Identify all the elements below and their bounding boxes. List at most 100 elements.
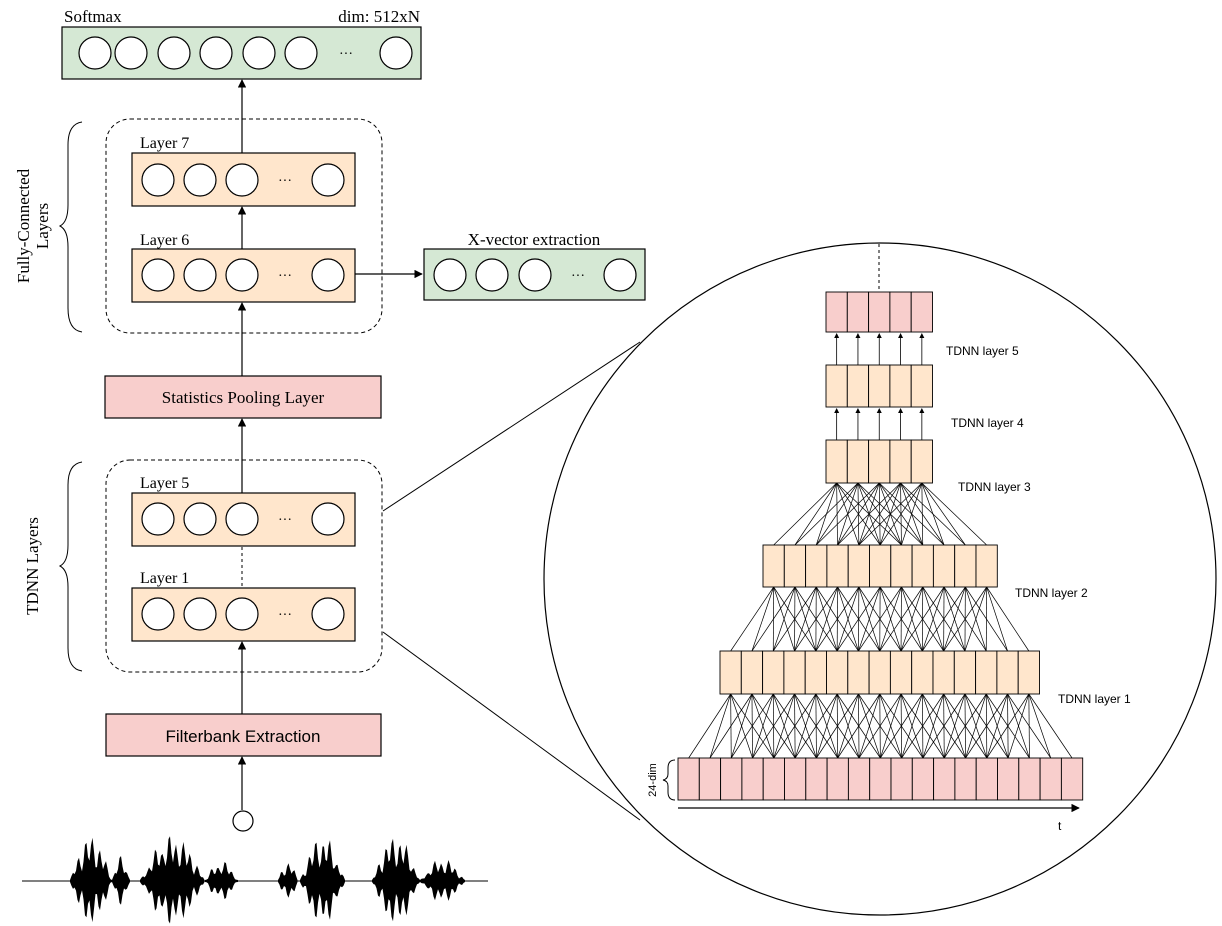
fc-brace-label-1: Fully-Connected bbox=[14, 168, 33, 283]
tdnn-frame-cell bbox=[847, 650, 870, 695]
tdnn-frame-cell bbox=[719, 650, 742, 695]
tdnn-frame-cell bbox=[911, 544, 934, 588]
tdnn-frame-cell bbox=[825, 291, 848, 333]
layer1-neurons bbox=[141, 597, 345, 631]
neuron bbox=[114, 36, 148, 70]
tdnn-frame-cell bbox=[933, 757, 956, 801]
tdnn-layer3-row bbox=[825, 439, 933, 484]
tdnn-frame-cell bbox=[910, 291, 933, 333]
tdnn-frame-cell bbox=[910, 364, 933, 408]
tdnn-frame-cell bbox=[740, 650, 764, 695]
tdnn-frame-cell bbox=[889, 439, 912, 484]
tdnn-input-row bbox=[677, 757, 1084, 801]
softmax-neurons bbox=[78, 36, 413, 70]
neuron bbox=[183, 597, 217, 631]
tdnn-frame-cell bbox=[677, 757, 700, 801]
tdnn-frame-cell bbox=[890, 544, 913, 588]
tdnn-frame-cell bbox=[741, 757, 764, 801]
neuron bbox=[157, 36, 191, 70]
tdnn-layer2-row bbox=[762, 544, 998, 588]
tdnn-frame-cell bbox=[954, 757, 977, 801]
tdnn-frame-cell bbox=[1018, 757, 1041, 801]
layer5-neurons bbox=[141, 502, 345, 536]
layer7-neurons bbox=[141, 163, 345, 197]
ellipsis: ··· bbox=[278, 174, 292, 189]
tdnn-frame-cell bbox=[826, 757, 849, 801]
neuron bbox=[225, 597, 259, 631]
tdnn-frame-cell bbox=[911, 757, 935, 801]
tdnn-frame-cell bbox=[846, 364, 870, 408]
tdnn-frame-cell bbox=[847, 757, 871, 801]
layer7-label: Layer 7 bbox=[140, 135, 189, 152]
neuron bbox=[603, 258, 637, 292]
tdnn-frame-cell bbox=[1017, 650, 1040, 695]
tdnn-layer5-row bbox=[825, 364, 933, 408]
fc-brace bbox=[58, 121, 83, 333]
tdnn-frame-cell bbox=[889, 291, 912, 333]
input-dim-label: 24-dim bbox=[647, 763, 659, 797]
audio-waveform bbox=[22, 836, 488, 924]
statistics-pooling-box bbox=[104, 375, 382, 419]
neuron bbox=[433, 258, 467, 292]
tdnn-frame-cell bbox=[869, 544, 892, 588]
neuron bbox=[242, 36, 276, 70]
tdnn-frame-cell bbox=[846, 291, 870, 333]
neuron bbox=[475, 258, 509, 292]
tdnn-layer2-label: TDNN layer 2 bbox=[1015, 586, 1088, 600]
neuron bbox=[183, 502, 217, 536]
tdnn-group-dashed-box bbox=[105, 459, 383, 673]
neuron bbox=[141, 502, 175, 536]
tdnn-frame-cell bbox=[720, 757, 743, 801]
statistics-pooling-label: Statistics Pooling Layer bbox=[162, 388, 325, 407]
audio-input-node bbox=[232, 810, 254, 832]
tdnn-frame-cell bbox=[868, 291, 891, 333]
tdnn-layer1-row bbox=[719, 650, 1040, 695]
tdnn-network-detail bbox=[677, 291, 1084, 801]
neuron bbox=[78, 36, 112, 70]
tdnn-frame-cell bbox=[825, 364, 848, 408]
tdnn-frame-cell bbox=[784, 757, 807, 801]
tdnn-frame-cell bbox=[783, 650, 806, 695]
layer5-label: Layer 5 bbox=[140, 475, 189, 492]
ellipsis: ··· bbox=[571, 269, 585, 284]
fc-brace-label-2: Layers bbox=[33, 203, 52, 249]
neuron bbox=[225, 163, 259, 197]
xvector-neurons bbox=[433, 258, 637, 292]
neuron bbox=[284, 36, 318, 70]
neuron bbox=[311, 502, 345, 536]
softmax-dim-label: dim: 512xN bbox=[338, 7, 420, 26]
tdnn-frame-cell bbox=[975, 757, 998, 801]
neuron bbox=[183, 163, 217, 197]
tdnn-frame-cell bbox=[805, 757, 828, 801]
tdnn-frame-cell bbox=[889, 364, 912, 408]
tdnn-frame-cell bbox=[868, 364, 891, 408]
tdnn-layer5-label: TDNN layer 5 bbox=[946, 344, 1019, 358]
filterbank-box bbox=[105, 713, 382, 757]
tdnn-layer4-label: TDNN layer 4 bbox=[951, 416, 1024, 430]
neuron bbox=[225, 502, 259, 536]
zoom-line-bottom bbox=[382, 631, 641, 821]
tdnn-frame-cell bbox=[846, 439, 870, 484]
time-axis-label: t bbox=[1058, 819, 1062, 833]
tdnn-frame-cell bbox=[997, 757, 1020, 801]
neuron bbox=[311, 258, 345, 292]
tdnn-frame-cell bbox=[825, 439, 848, 484]
tdnn-frame-cell bbox=[869, 757, 892, 801]
tdnn-frame-cell bbox=[762, 544, 785, 588]
neuron bbox=[379, 36, 413, 70]
xvector-label: X-vector extraction bbox=[468, 230, 601, 249]
tdnn-frame-cell bbox=[805, 544, 828, 588]
filterbank-label: Filterbank Extraction bbox=[166, 727, 321, 746]
tdnn-frame-cell bbox=[868, 650, 891, 695]
tdnn-connections bbox=[688, 333, 1073, 759]
tdnn-frame-cell bbox=[1039, 757, 1062, 801]
tdnn-brace-label: TDNN Layers bbox=[23, 517, 42, 615]
tdnn-frame-cell bbox=[762, 650, 785, 695]
softmax-label: Softmax bbox=[64, 7, 122, 26]
tdnn-frame-cell bbox=[910, 439, 933, 484]
input-dim-brace bbox=[662, 759, 676, 801]
layer6-neurons bbox=[141, 258, 345, 292]
tdnn-frame-cell bbox=[826, 650, 849, 695]
tdnn-frame-cell bbox=[783, 544, 807, 588]
tdnn-output-row bbox=[825, 291, 933, 333]
